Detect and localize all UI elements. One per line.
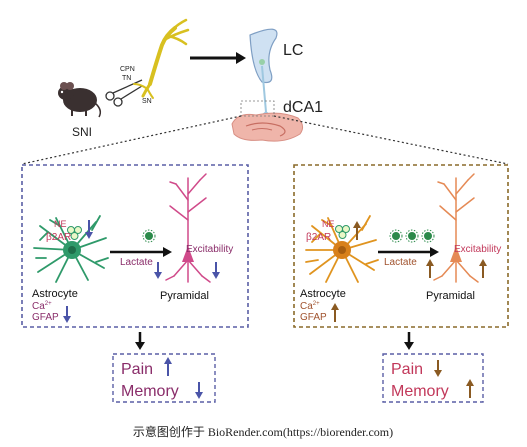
hippocampus-icon — [231, 112, 304, 142]
locus-coeruleus-icon — [249, 28, 278, 84]
b2ar-receptor-icon-right — [335, 225, 350, 239]
ne-label-right: NE — [322, 219, 335, 229]
scissors-icon — [105, 79, 143, 107]
dotted-line-left — [21, 115, 242, 165]
b2ar-up-arrow — [353, 221, 361, 240]
arrow-astro-to-pyramidal-right — [378, 247, 439, 257]
ca-label-left: Ca2+ — [32, 301, 52, 312]
gfap-up-arrow — [331, 303, 339, 322]
lactate-molecules-icon — [389, 229, 435, 243]
dca1-label: dCA1 — [283, 99, 323, 116]
memory-down-arrow-left — [195, 382, 203, 399]
pain-up-arrow-left — [164, 357, 172, 376]
astrocyte-label-left: Astrocyte — [32, 288, 78, 300]
sciatic-nerve-icon — [133, 18, 190, 99]
arrow-to-lc — [190, 52, 246, 64]
lactate-molecule-icon — [142, 229, 156, 243]
memory-label-right: Memory — [391, 383, 449, 400]
lactate-label-left: Lactate — [120, 257, 153, 268]
pyramidal-neuron-pink-icon — [165, 173, 211, 283]
mouse-icon — [58, 82, 102, 118]
lc-projection-line — [261, 65, 267, 113]
b2ar-receptor-icon — [67, 226, 82, 240]
gfap-down-arrow — [63, 306, 71, 323]
gfap-label-right: GFAP — [300, 312, 327, 323]
pyramidal-label-right: Pyramidal — [426, 290, 475, 302]
dotted-line-right — [273, 115, 509, 165]
excitability-label-left: Excitability — [186, 244, 233, 255]
b2ar-label-right: β2AR — [306, 232, 331, 243]
memory-up-arrow-right — [466, 379, 474, 398]
sni-label: SNI — [72, 125, 92, 139]
b2ar-down-arrow — [85, 220, 93, 239]
pyramidal-label-left: Pyramidal — [160, 290, 209, 302]
lactate-down-arrow — [154, 262, 162, 279]
pyramidal-soma-right — [450, 246, 462, 262]
pyramidal-neuron-orange-icon — [433, 173, 479, 283]
left-panel-box — [21, 164, 249, 328]
astrocyte-label-right: Astrocyte — [300, 288, 346, 300]
pain-down-arrow-right — [434, 360, 442, 377]
outcome-box-right — [382, 353, 484, 403]
b2ar-label-left: β2AR — [46, 232, 71, 243]
ne-label-left: NE — [54, 219, 67, 229]
outcome-box-left — [112, 353, 216, 403]
excitability-label-right: Excitability — [454, 244, 501, 255]
lactate-up-arrow — [426, 259, 434, 278]
excitability-down-arrow — [212, 262, 220, 279]
memory-label-left: Memory — [121, 383, 179, 400]
sn-label: SN — [142, 98, 152, 105]
nerve-label-cpn: CPN — [120, 66, 135, 73]
gfap-label-left: GFAP — [32, 312, 59, 323]
caption: 示意图创作于 BioRender.com(https://biorender.c… — [133, 424, 393, 439]
pain-label-left: Pain — [121, 361, 153, 378]
nerve-label-tn: TN — [122, 75, 131, 82]
arrow-astro-to-pyramidal-left — [110, 247, 172, 257]
arrow-to-outcome-left — [135, 332, 145, 350]
dca1-region-box — [240, 100, 275, 117]
arrow-to-outcome-right — [404, 332, 414, 350]
lc-label: LC — [283, 42, 303, 59]
ca-label-right: Ca2+ — [300, 301, 320, 312]
lactate-label-right: Lactate — [384, 257, 417, 268]
right-panel-box — [293, 164, 509, 328]
pyramidal-soma-left — [182, 246, 194, 262]
excitability-up-arrow — [479, 259, 487, 278]
pain-label-right: Pain — [391, 361, 423, 378]
